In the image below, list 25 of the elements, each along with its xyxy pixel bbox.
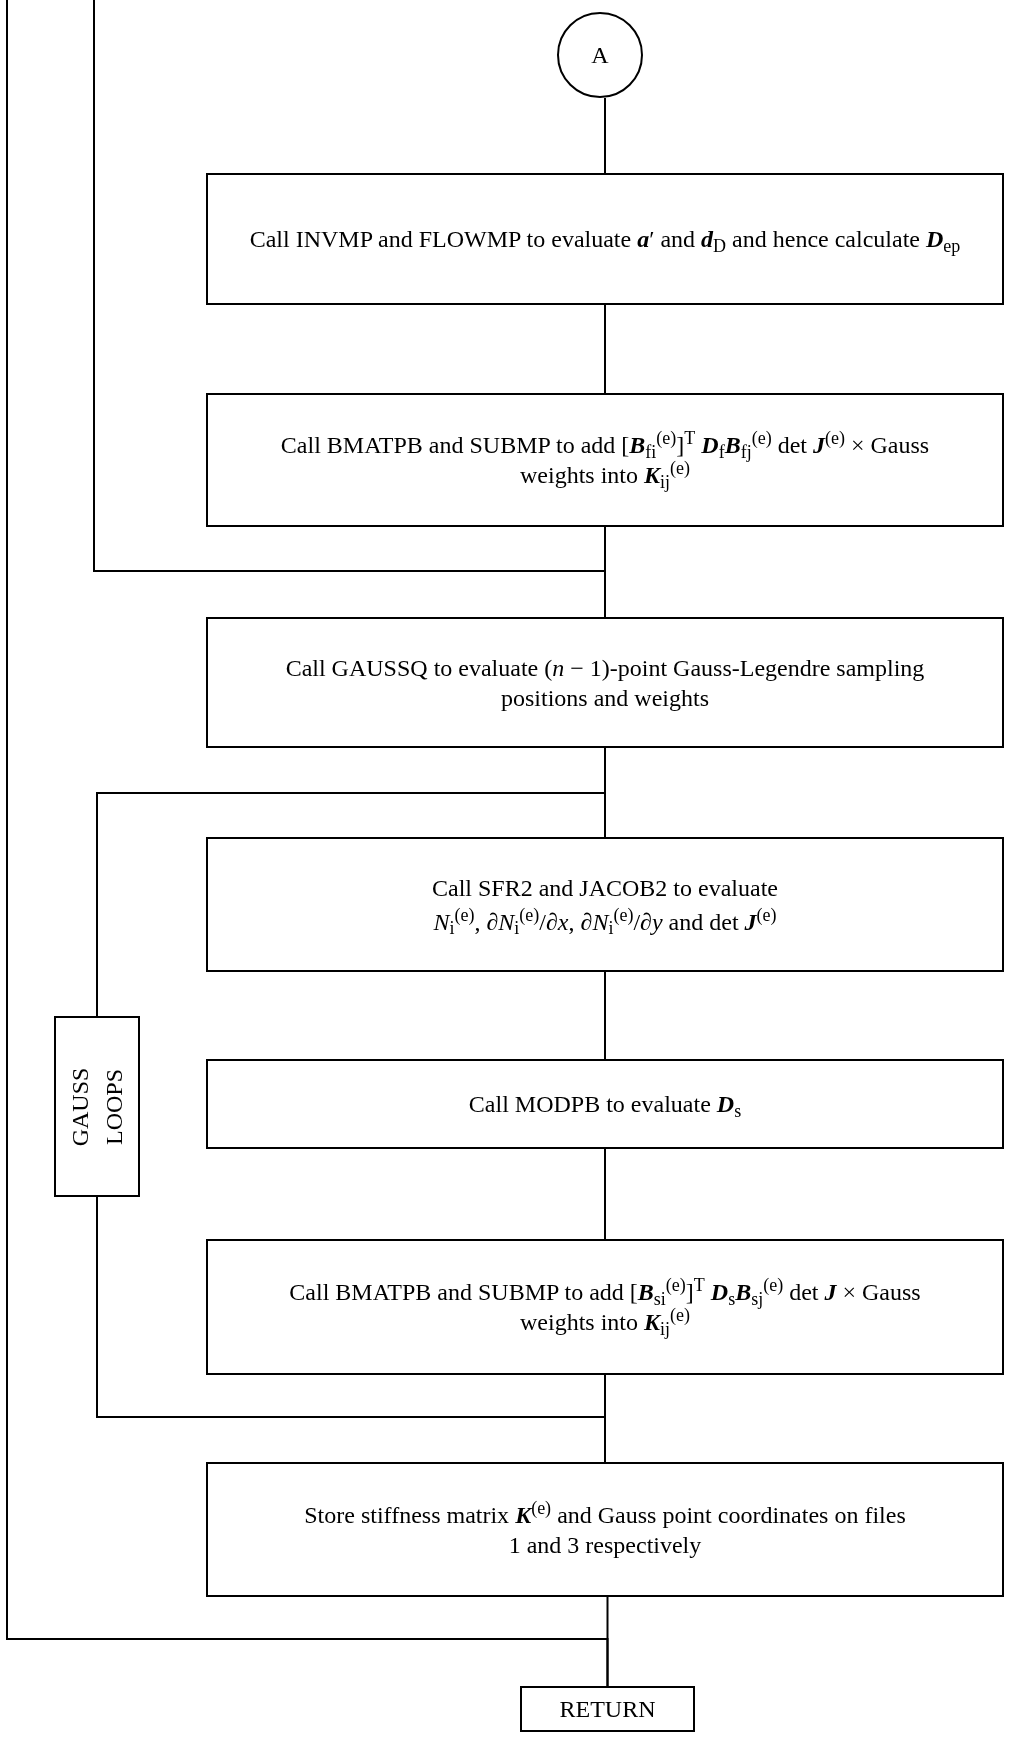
connector-line [604, 97, 606, 174]
connector-line [6, 0, 609, 1687]
connector-line [96, 1196, 606, 1418]
connector-line [96, 792, 606, 1017]
connector-line [604, 1148, 606, 1240]
process-box [206, 617, 1004, 748]
step-text: RETURN [558, 1695, 657, 1724]
step-text: Call SFR2 and JACOB2 to evaluate [431, 873, 779, 903]
connector-line [604, 304, 606, 394]
step-text: N$_{i}$$^{(e)}$, ∂N$_{i}$$^{(e)}$/∂x, ∂N$_{i}$$^{(e)}$/∂y and det J$^{(e)}$ [432, 906, 778, 937]
connector-line [604, 971, 606, 1060]
process-box [206, 1462, 1004, 1597]
loop-label-box [54, 1016, 140, 1197]
loop-label: GAUSS LOOPS [66, 1066, 128, 1148]
step-text: Store stiffness matrix K$^{(e)}$ and Gauss point coordinates on files 1 and 3 respectively [303, 1499, 907, 1560]
connector-label: A [590, 41, 610, 70]
process-box [520, 1686, 695, 1732]
process-box [206, 837, 1004, 972]
process-box [206, 1239, 1004, 1375]
process-box [206, 173, 1004, 305]
step-text: Call GAUSSQ to evaluate (n − 1)-point Gauss-Legendre sampling positions and weights [284, 653, 926, 713]
step-text: Call MODPB to evaluate D$_{s}$ [467, 1090, 743, 1119]
process-box [206, 393, 1004, 527]
process-box [206, 1059, 1004, 1149]
step-text: Call INVMP and FLOWMP to evaluate a′ and d$_{D}$ and hence calculate D$_{ep}$ [248, 225, 962, 254]
